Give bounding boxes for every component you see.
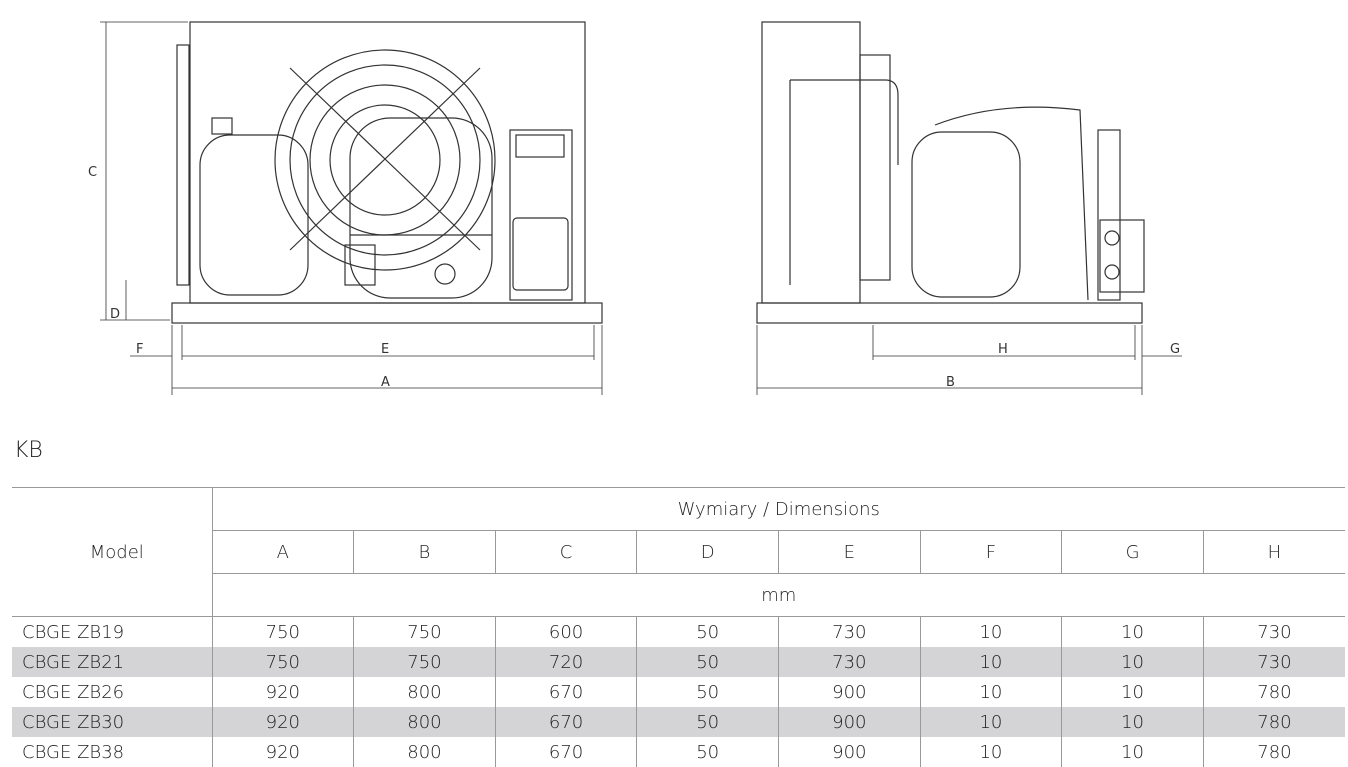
dimension-cell-c: 670 (494, 737, 637, 767)
dimension-cell-g: 10 (1061, 737, 1204, 767)
dimension-cell-g: 10 (1061, 707, 1204, 737)
dimension-cell-g: 10 (1061, 647, 1204, 677)
model-cell: CBGE ZB21 (12, 647, 213, 677)
column-header: A (212, 530, 354, 574)
dimension-cell-b: 800 (353, 677, 496, 707)
technical-drawing: C D F E A H G B (88, 21, 1182, 395)
model-cell: CBGE ZB38 (12, 737, 213, 767)
dimension-cell-c: 670 (494, 707, 637, 737)
dim-label-b: B (946, 375, 955, 390)
dim-label-h: H (998, 342, 1008, 357)
dimension-cell-a: 750 (211, 616, 354, 647)
dimension-cell-c: 720 (494, 647, 637, 677)
dimension-cell-f: 10 (919, 707, 1062, 737)
dimension-cell-f: 10 (919, 737, 1062, 767)
group-header: Wymiary / Dimensions (212, 487, 1345, 531)
column-header: F (919, 530, 1062, 574)
dim-label-c: C (88, 165, 97, 180)
dimension-cell-a: 750 (211, 647, 354, 677)
dimension-cell-b: 750 (353, 616, 496, 647)
dimension-cell-d: 50 (636, 616, 779, 647)
dimension-cell-h: 780 (1202, 677, 1345, 707)
dimension-cell-b: 800 (353, 737, 496, 767)
dim-label-g: G (1170, 342, 1180, 357)
dimension-cell-d: 50 (636, 677, 779, 707)
dimension-cell-f: 10 (919, 677, 1062, 707)
front-view (100, 21, 603, 395)
dimension-cell-e: 900 (778, 677, 921, 707)
column-header: G (1061, 530, 1204, 574)
dimension-cell-a: 920 (211, 737, 354, 767)
dim-label-e: E (381, 342, 389, 357)
dimension-cell-g: 10 (1061, 677, 1204, 707)
dimension-cell-b: 750 (353, 647, 496, 677)
section-title: KB (14, 438, 43, 463)
dimension-cell-d: 50 (636, 647, 779, 677)
dimension-cell-a: 920 (211, 707, 354, 737)
dimension-cell-c: 670 (494, 677, 637, 707)
dimensions-table: Model Wymiary / Dimensions A B C D E F G… (12, 487, 1345, 767)
dimension-cell-a: 920 (211, 677, 354, 707)
model-cell: CBGE ZB26 (12, 677, 213, 707)
column-header: H (1202, 530, 1345, 574)
dimension-cell-e: 730 (778, 616, 921, 647)
dimension-cell-f: 10 (919, 616, 1062, 647)
dimension-cell-g: 10 (1061, 616, 1204, 647)
dimension-cell-e: 900 (778, 737, 921, 767)
model-cell: CBGE ZB30 (12, 707, 213, 737)
model-header: Model (12, 487, 213, 617)
column-header: B (353, 530, 496, 574)
model-cell: CBGE ZB19 (12, 616, 213, 647)
dimension-cell-h: 780 (1202, 737, 1345, 767)
dimension-cell-h: 730 (1202, 647, 1345, 677)
dimension-cell-h: 730 (1202, 616, 1345, 647)
column-header: D (636, 530, 779, 574)
column-header: E (778, 530, 921, 574)
dim-label-a: A (381, 375, 390, 390)
dimension-cell-f: 10 (919, 647, 1062, 677)
unit-label: mm (212, 573, 1345, 617)
dimension-cell-h: 780 (1202, 707, 1345, 737)
side-view (756, 21, 1182, 395)
dimension-cell-e: 730 (778, 647, 921, 677)
dimension-cell-b: 800 (353, 707, 496, 737)
dim-label-d: D (110, 307, 120, 322)
dimension-cell-d: 50 (636, 707, 779, 737)
dimension-cell-e: 900 (778, 707, 921, 737)
dimension-cell-c: 600 (494, 616, 637, 647)
column-header: C (494, 530, 637, 574)
dimension-cell-d: 50 (636, 737, 779, 767)
column-header-row: A B C D E F G H (12, 530, 1345, 574)
dim-label-f: F (136, 342, 143, 357)
